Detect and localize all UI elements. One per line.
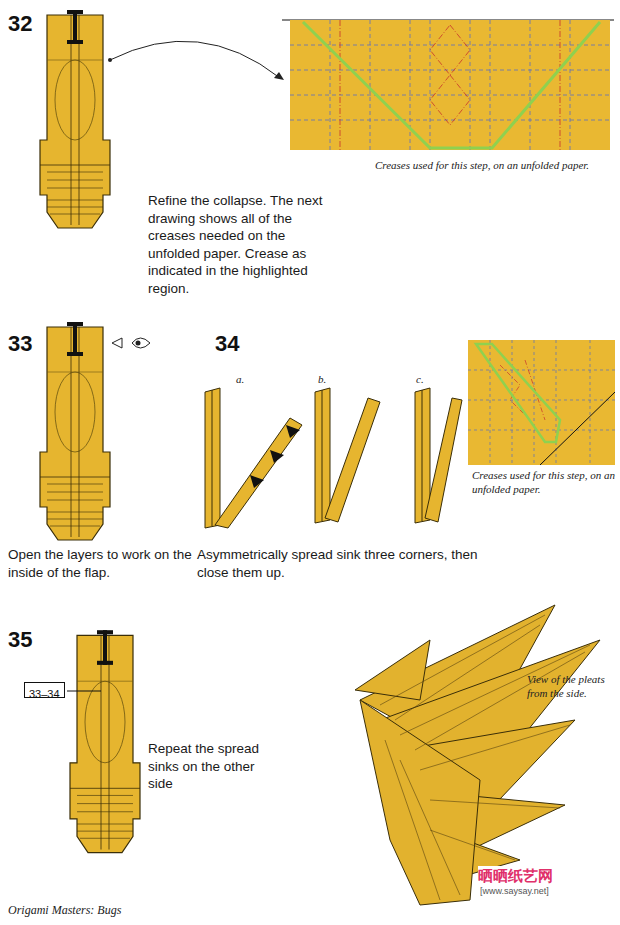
watermark-url: [www.saysay.net] bbox=[480, 886, 549, 898]
instruction-text: Refine the collapse. The next drawing sh… bbox=[148, 192, 326, 297]
step-number: 32 bbox=[8, 10, 48, 39]
step-reference: 33–34 bbox=[29, 688, 60, 700]
instruction-text: Open the layers to work on the inside of… bbox=[8, 546, 193, 581]
step-number: 35 bbox=[8, 626, 48, 655]
instruction-text: Asymmetrically spread sink three corners… bbox=[197, 546, 487, 581]
substep-letter: b. bbox=[318, 372, 338, 386]
step-number: 33 bbox=[8, 330, 48, 359]
view-caption: View of the pleats from the side. bbox=[527, 672, 615, 701]
book-title: Origami Masters: Bugs bbox=[8, 903, 208, 919]
substep-letter: a. bbox=[236, 372, 256, 386]
watermark: 晒晒纸艺网 bbox=[478, 866, 553, 886]
crease-caption: Creases used for this step, on an unfold… bbox=[375, 158, 605, 172]
step-number: 34 bbox=[215, 330, 255, 359]
step-reference-box: 33–34 bbox=[24, 682, 65, 698]
substep-letter: c. bbox=[416, 372, 436, 386]
crease-caption: Creases used for this step, on an unfold… bbox=[472, 468, 615, 497]
instruction-text: Repeat the spread sinks on the other sid… bbox=[148, 740, 273, 793]
